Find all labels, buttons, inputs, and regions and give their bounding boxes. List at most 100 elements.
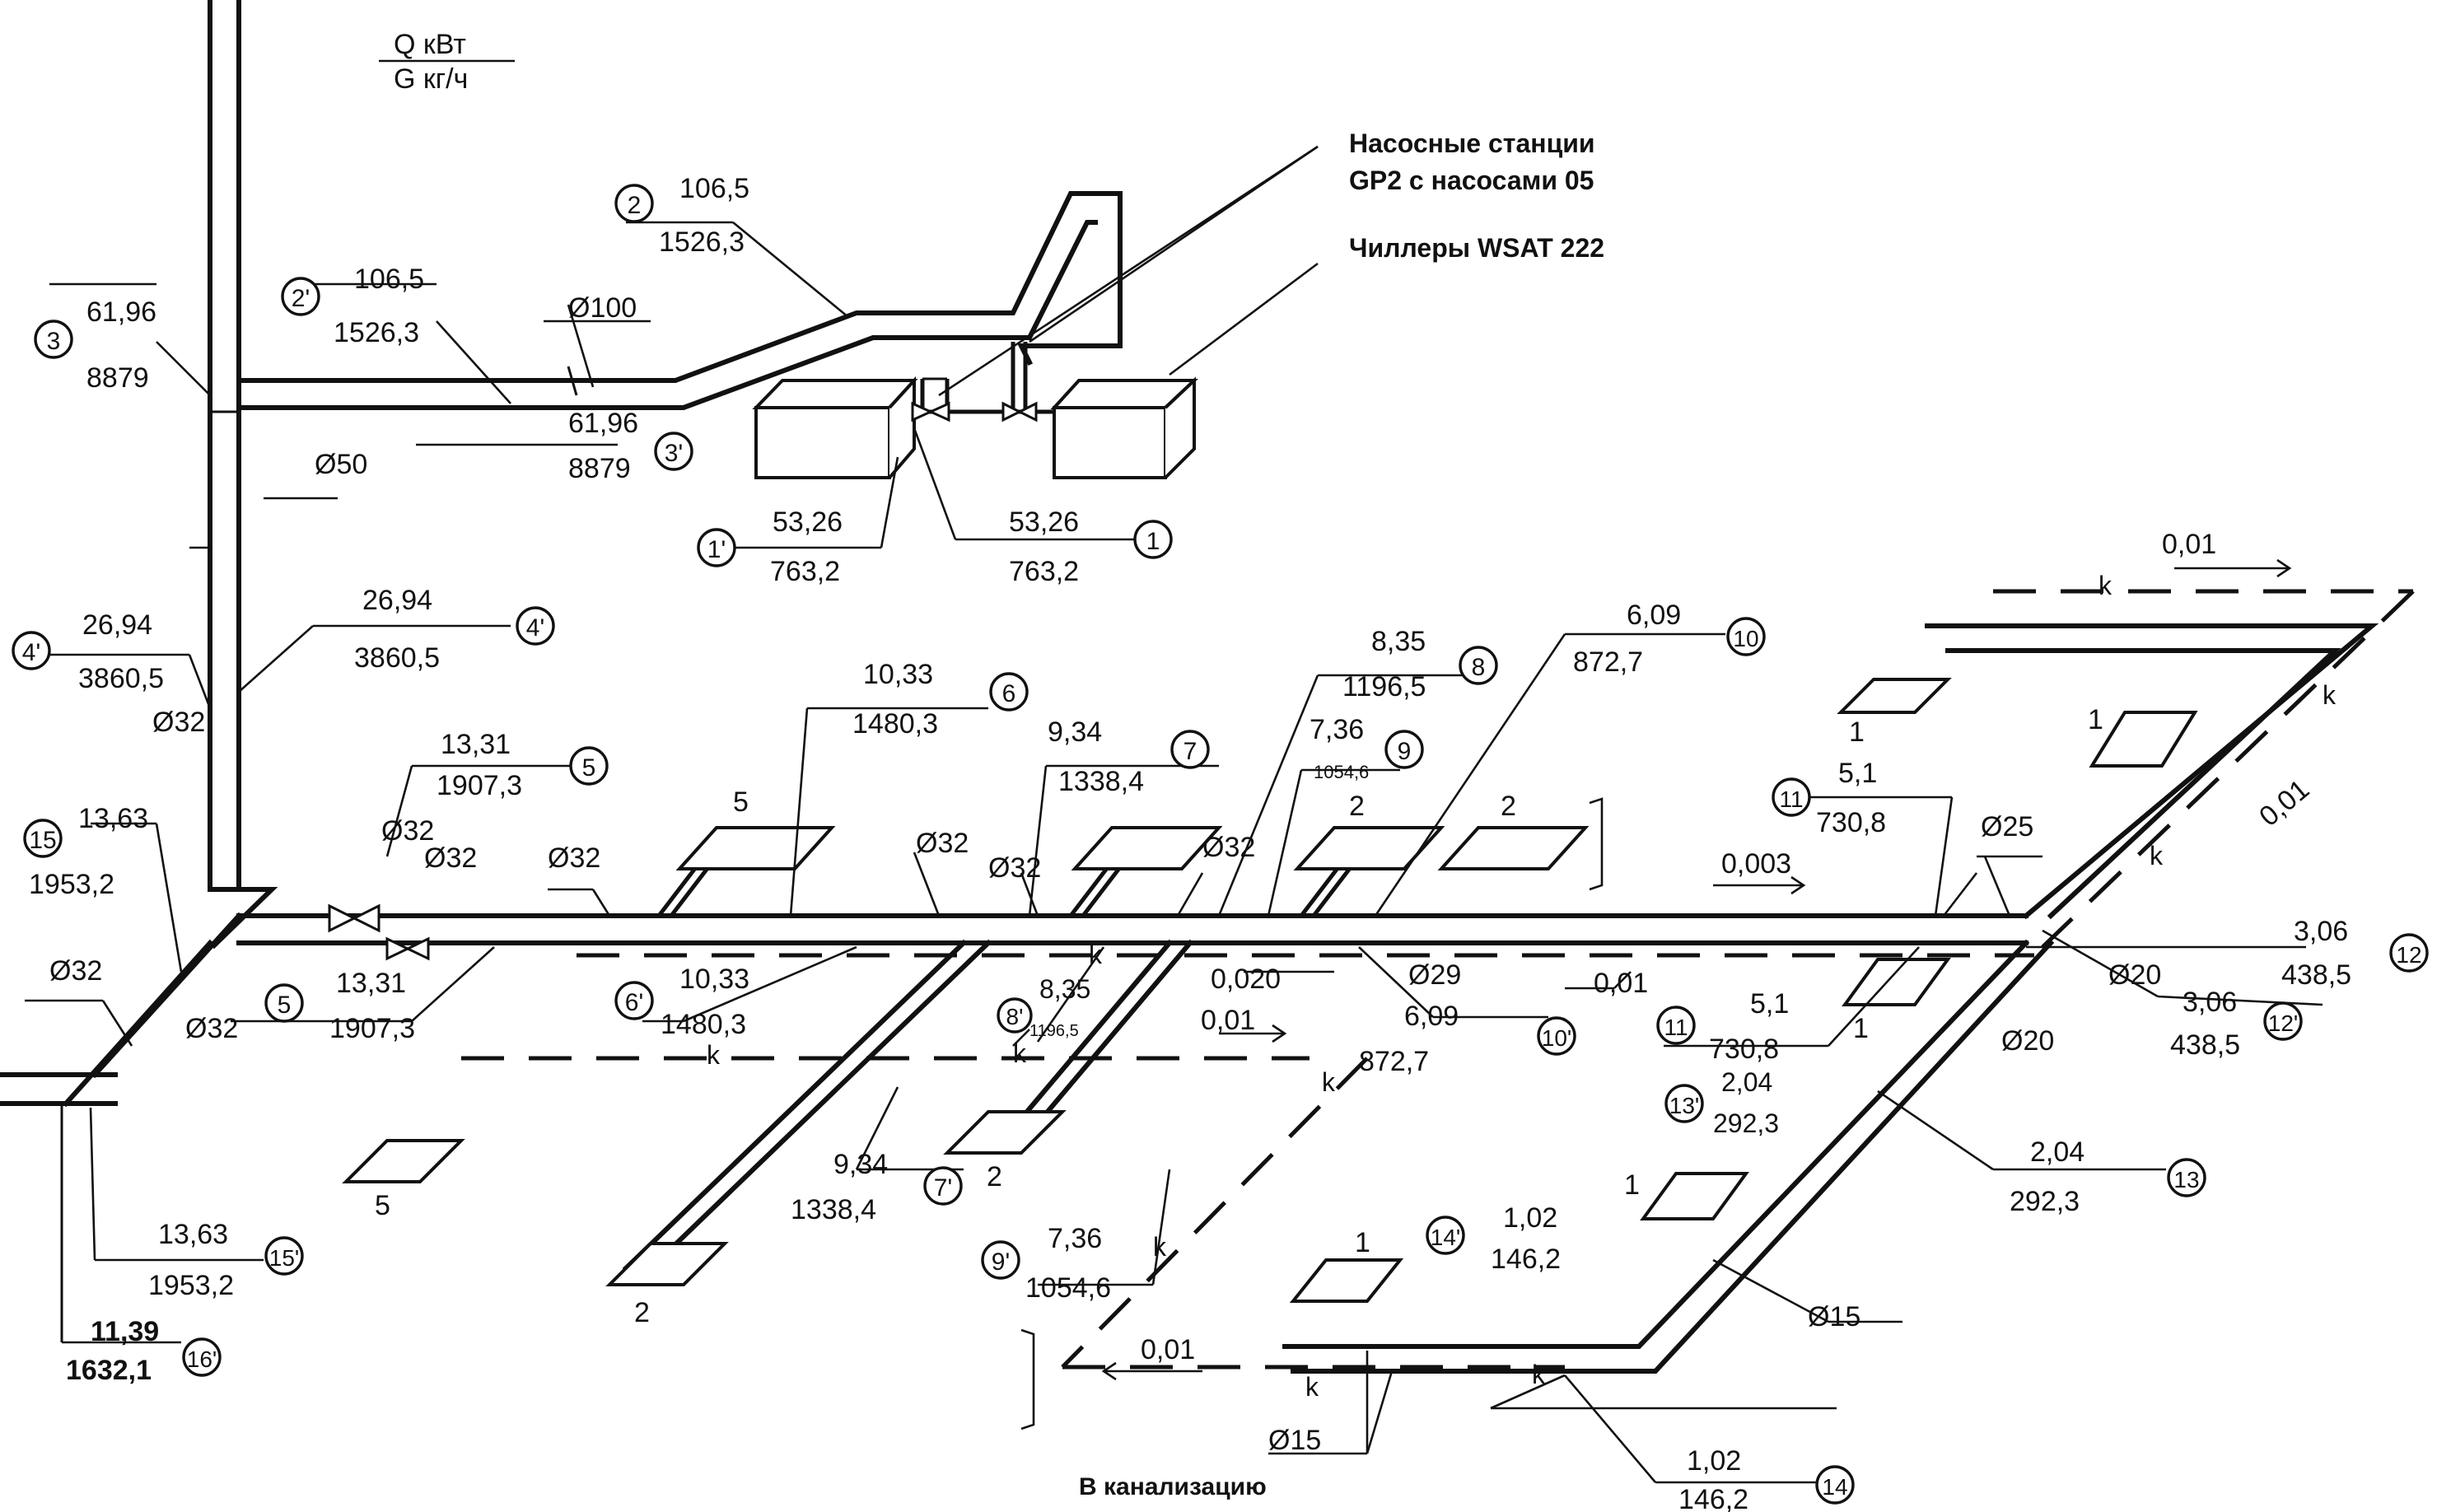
segment-labels: 2 106,5 1526,3 2' 106,5 1526,3 3 61,96 8… [12, 173, 2429, 1512]
segment-g: 8879 [568, 453, 631, 484]
segment-id: 14' [1431, 1225, 1461, 1250]
segment-id: 9 [1398, 738, 1412, 765]
segment-q: 3,06 [2294, 916, 2348, 947]
k-mark: k [1089, 940, 1103, 969]
segment-label: 16' 11,39 1632,1 [66, 1316, 222, 1386]
diameter-label: Ø20 [2108, 959, 2161, 991]
segment-q: 10,33 [863, 659, 933, 690]
slope-label: 0,01 [2253, 773, 2315, 833]
segment-q: 9,34 [1048, 716, 1102, 748]
unit-label: 2 [1501, 791, 1516, 822]
unit-box [1289, 1258, 1404, 1303]
segment-label: 6 10,33 1480,3 [852, 659, 1029, 740]
segment-label: 8 8,35 1196,5 [1342, 626, 1498, 702]
pipework [0, 0, 2415, 1374]
segment-q: 13,31 [336, 968, 406, 999]
captions: Насосные станции GP2 с насосами 05 Чилле… [1079, 128, 1604, 1500]
segment-g: 146,2 [1491, 1244, 1561, 1275]
k-mark: k [1305, 1372, 1319, 1402]
segment-q: 7,36 [1310, 714, 1364, 745]
segment-g: 292,3 [1713, 1108, 1779, 1138]
segment-g: 438,5 [2281, 959, 2351, 991]
segment-label: 8' 8,35 1196,5 [997, 974, 1090, 1040]
segment-g: 1338,4 [791, 1194, 876, 1225]
segment-q: 8,35 [1371, 626, 1426, 657]
diameter-label: Ø32 [424, 842, 477, 874]
diameter-label: Ø32 [1202, 832, 1255, 863]
segment-q: 106,5 [679, 173, 749, 204]
valve-icon [351, 903, 380, 933]
segment-q: 53,26 [1009, 506, 1079, 538]
segment-q: 10,33 [679, 964, 749, 995]
valve-icon [1016, 401, 1038, 422]
segment-q: 61,96 [86, 296, 156, 328]
legend: Q кВт G кг/ч [379, 29, 515, 95]
valve-icon [911, 401, 934, 422]
segment-g: 872,7 [1573, 646, 1643, 678]
unit-label: 1 [1849, 716, 1865, 748]
segment-g: 438,5 [2170, 1029, 2240, 1061]
diameter-label: Ø32 [381, 815, 434, 847]
segment-g: 1480,3 [852, 708, 938, 740]
unit-box [1293, 826, 1445, 870]
caption-pump-stations: GP2 с насосами 05 [1349, 166, 1594, 195]
unit-box [943, 1110, 1067, 1155]
segment-q: 13,63 [78, 803, 148, 834]
segment-id: 1' [707, 536, 726, 563]
legend-numerator: Q кВт [394, 29, 466, 60]
segment-g: 763,2 [770, 556, 840, 587]
segment-q: 7,36 [1048, 1223, 1102, 1254]
segment-id: 9' [992, 1248, 1010, 1276]
unit-box [342, 1139, 465, 1183]
segment-q: 6,09 [1627, 600, 1681, 631]
unit-label: 1 [1624, 1169, 1640, 1201]
segment-id: 14 [1822, 1474, 1847, 1500]
segment-id: 5 [278, 992, 292, 1019]
k-mark: k [2150, 841, 2164, 870]
caption-chillers: Чиллеры WSAT 222 [1349, 233, 1604, 263]
segment-id: 7' [934, 1174, 952, 1202]
caption-sewer: В канализацию [1079, 1473, 1267, 1500]
segment-g: 1480,3 [661, 1009, 746, 1040]
k-mark: k [2323, 680, 2337, 710]
segment-g: 1907,3 [329, 1013, 415, 1044]
segment-q: 26,94 [82, 609, 152, 641]
segment-q: 2,04 [2030, 1136, 2085, 1168]
unit-label: 1 [1355, 1227, 1370, 1258]
segment-label: 9 7,36 1054,6 [1310, 714, 1424, 782]
segment-label: 10' 6,09 872,7 [1359, 1001, 1576, 1077]
diameter-label: Ø29 [1408, 959, 1461, 991]
segment-id: 16' [187, 1346, 217, 1372]
segment-id: 4' [22, 639, 40, 666]
diameter-label: Ø32 [185, 1013, 238, 1044]
segment-label: 6' 10,33 1480,3 [614, 964, 749, 1040]
segment-g: 1338,4 [1058, 766, 1144, 797]
segment-label: 11 5,1 730,8 [1656, 988, 1789, 1065]
segment-g: 730,8 [1709, 1034, 1779, 1065]
unit-label: 5 [375, 1190, 390, 1221]
segment-g: 1054,6 [1314, 762, 1369, 782]
segment-g: 1907,3 [437, 770, 522, 801]
segment-g: 3860,5 [78, 663, 164, 694]
segment-id: 3' [665, 440, 683, 467]
segment-label: 4' 26,94 3860,5 [12, 609, 164, 694]
slope-label: 0,01 [1201, 1005, 1255, 1036]
segment-id: 2 [628, 192, 642, 219]
k-mark: k [1532, 1360, 1546, 1389]
segment-label: 7' 9,34 1338,4 [791, 1149, 963, 1225]
segment-id: 4' [526, 614, 544, 642]
diameter-label: Ø50 [315, 449, 367, 480]
segment-id: 11 [1664, 1015, 1688, 1040]
segment-label: 5 13,31 1907,3 [264, 968, 415, 1044]
segment-label: 14 1,02 146,2 [1678, 1445, 1855, 1512]
segment-id: 8 [1472, 654, 1486, 681]
segment-label: 14' 1,02 146,2 [1426, 1202, 1561, 1275]
diameter-label: Ø32 [988, 852, 1041, 884]
segment-id: 13' [1669, 1093, 1700, 1118]
valve-icon [1001, 401, 1023, 422]
valve-icon [385, 936, 411, 961]
diameter-label: Ø32 [916, 828, 969, 859]
segment-q: 1,02 [1687, 1445, 1741, 1477]
segment-label: 9' 7,36 1054,6 [981, 1223, 1111, 1304]
segment-label: 4' 26,94 3860,5 [354, 585, 555, 674]
